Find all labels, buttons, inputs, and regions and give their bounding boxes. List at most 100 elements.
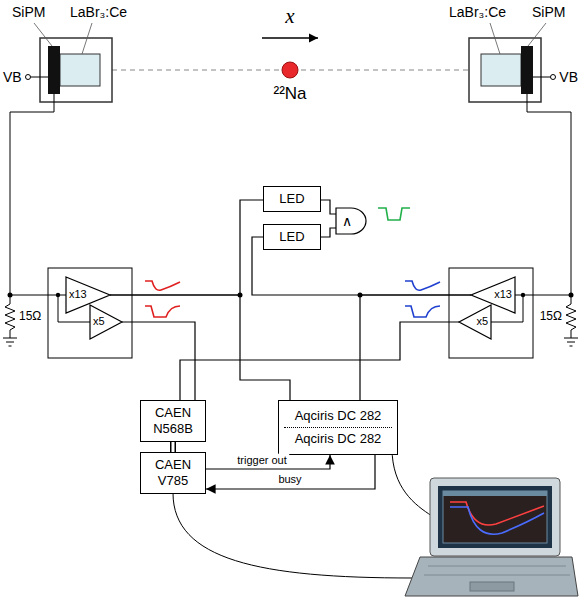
terminal [551, 75, 556, 80]
app-window [443, 491, 547, 543]
signal-wire [527, 94, 571, 300]
resistor-value: 15Ω [540, 310, 562, 324]
data-cable [173, 493, 412, 578]
detector-housing [40, 38, 112, 102]
signal-cable [173, 442, 174, 452]
signal-wire [10, 94, 54, 300]
cable-line [206, 455, 375, 489]
keyboard-row [424, 575, 570, 576]
leader-line [528, 23, 546, 46]
resistor-value: 15Ω [19, 310, 41, 324]
signal-cable [110, 200, 263, 295]
pulse-shape [378, 208, 410, 220]
terminal [26, 75, 31, 80]
triangle-outline [90, 305, 122, 339]
touchpad [470, 582, 514, 591]
signal-cable [321, 228, 336, 237]
laptop-base [405, 557, 578, 596]
leader-line [34, 23, 52, 46]
ground-symbol [3, 338, 17, 339]
cable-line [180, 322, 459, 400]
node-text: LED [279, 191, 304, 207]
sipm-block [521, 46, 533, 94]
source-dot [282, 62, 298, 78]
app-titlebar [443, 491, 547, 496]
signal-cable [321, 200, 336, 214]
discriminator-box: LED [263, 186, 321, 212]
node-text: x13 [69, 288, 87, 301]
node-text: Aqciris DC 282 [284, 427, 392, 450]
screen-trace [450, 507, 544, 534]
junction-dot [56, 293, 60, 297]
pulse-shape [145, 281, 180, 290]
amplifier-triangle: x13 [66, 277, 110, 313]
sipm-block [48, 46, 60, 94]
digitizer-box: Aqciris DC 282Aqciris DC 282 [278, 400, 398, 455]
module-box: CAEN V785 [140, 452, 206, 494]
resistor-symbol [5, 300, 15, 338]
scintillator-crystal [481, 54, 521, 86]
node-text: x5 [476, 315, 488, 328]
node-text: CAEN N568B [146, 405, 200, 436]
cable-line [122, 322, 195, 400]
cable-line [110, 200, 263, 295]
amplifier-box [449, 268, 533, 358]
and-gate: ∧ [336, 208, 366, 234]
keyboard-row [428, 566, 566, 567]
gate-outline [336, 208, 366, 234]
laptop-screen [430, 478, 560, 556]
signal-cable [122, 322, 195, 400]
junction-dot [521, 293, 525, 297]
cable-line [172, 442, 175, 452]
part-name: LaBr₃:Ce [70, 4, 127, 20]
signal-cable [110, 295, 290, 400]
bias-label: VB [559, 69, 578, 85]
triangle-outline [66, 277, 110, 313]
cable-line [321, 200, 336, 214]
edge-label: trigger out [235, 454, 289, 467]
node-text: CAEN V785 [146, 457, 200, 488]
pulse-shape [145, 306, 180, 317]
leader-line [82, 23, 92, 54]
bias-label: VB [3, 69, 22, 85]
ground-symbol [567, 342, 575, 343]
cable-line [110, 295, 290, 400]
part-name: SiPM [12, 4, 45, 20]
node-text: Aqciris DC 282 [284, 405, 392, 427]
amplifier-triangle: x5 [459, 305, 491, 339]
part-name: SiPM [532, 4, 565, 20]
cable-line [321, 228, 336, 237]
cable-line [170, 442, 176, 452]
triangle-outline [471, 277, 515, 313]
signal-cable [180, 322, 459, 400]
signal-cable [206, 455, 375, 489]
junction-dot [8, 293, 13, 298]
ground-symbol [9, 346, 12, 347]
amplifier-triangle: x13 [471, 277, 515, 313]
detector-housing [469, 38, 541, 102]
junction-dot [569, 293, 574, 298]
axis-arrow [262, 37, 318, 38]
edge-label: busy [276, 473, 303, 486]
discriminator-box: LED [263, 224, 321, 250]
node-text: LED [279, 229, 304, 245]
bias-wire [31, 77, 49, 78]
amplifier-box [48, 268, 132, 358]
resistor-symbol [566, 300, 576, 338]
leader-line [490, 23, 500, 54]
node-text: ∧ [342, 213, 352, 230]
axis-label: x [285, 4, 294, 28]
source-label: ²²Na [273, 84, 306, 104]
amplifier-triangle: x5 [90, 305, 122, 339]
node-text: x13 [494, 288, 512, 301]
triangle-outline [459, 305, 491, 339]
node-text: x5 [93, 315, 105, 328]
part-name: LaBr₃:Ce [449, 4, 506, 20]
data-cable [392, 448, 432, 516]
laptop-display [438, 486, 552, 548]
bias-wire [533, 77, 551, 78]
ground-symbol [570, 346, 573, 347]
screen-trace [450, 502, 544, 525]
ground-symbol [564, 338, 578, 339]
